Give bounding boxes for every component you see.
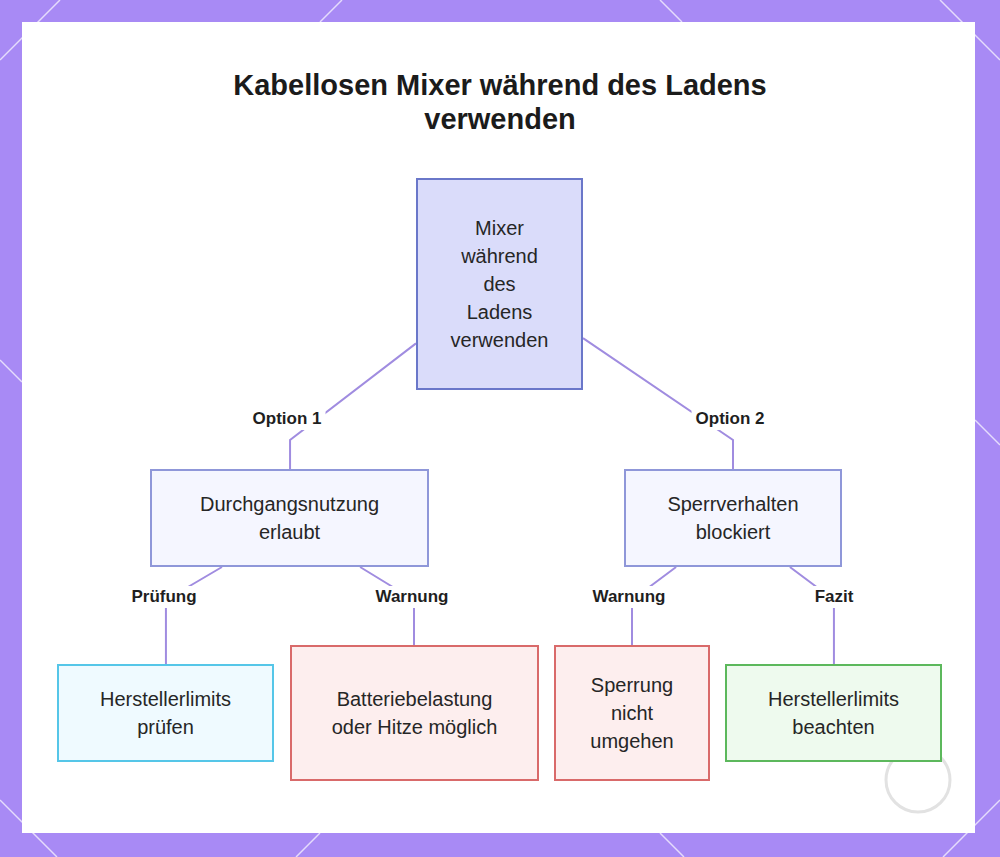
- root-box: Mixer während des Ladens verwenden: [416, 178, 583, 390]
- connector-line: [290, 343, 416, 469]
- edge-label: Prüfung: [127, 586, 200, 608]
- node-label: Batteriebelastung oder Hitze möglich: [315, 685, 515, 741]
- connector-line: [790, 567, 834, 664]
- pattern-line: [660, 833, 684, 857]
- option-box: Sperrverhalten blockiert: [624, 469, 842, 567]
- edge-label: Option 1: [249, 408, 326, 430]
- node-label: Mixer während des Ladens verwenden: [450, 214, 550, 354]
- edge-label: Fazit: [811, 586, 858, 608]
- diagram-title: Kabellosen Mixer während des Ladens verw…: [160, 68, 840, 136]
- content-panel: [22, 22, 975, 833]
- connector-line: [166, 567, 222, 664]
- node-label: Herstellerlimits beachten: [739, 685, 929, 741]
- pattern-line: [296, 833, 320, 857]
- pattern-line: [660, 0, 682, 22]
- node-label: Sperrung nicht umgehen: [577, 671, 687, 755]
- node-label: Durchgangsnutzung erlaubt: [170, 490, 410, 546]
- pattern-line: [975, 420, 1000, 445]
- pattern-line: [0, 360, 22, 382]
- edge-label: Warnung: [588, 586, 669, 608]
- conclusion-box: Herstellerlimits beachten: [725, 664, 942, 762]
- warning-box: Sperrung nicht umgehen: [554, 645, 710, 781]
- node-label: Herstellerlimits prüfen: [71, 685, 261, 741]
- edge-label: Warnung: [371, 586, 452, 608]
- check-box: Herstellerlimits prüfen: [57, 664, 274, 762]
- node-label: Sperrverhalten blockiert: [638, 490, 828, 546]
- warning-box: Batteriebelastung oder Hitze möglich: [290, 645, 539, 781]
- connector-line: [583, 338, 733, 469]
- pattern-line: [320, 0, 342, 22]
- option-box: Durchgangsnutzung erlaubt: [150, 469, 429, 567]
- edge-label: Option 2: [692, 408, 769, 430]
